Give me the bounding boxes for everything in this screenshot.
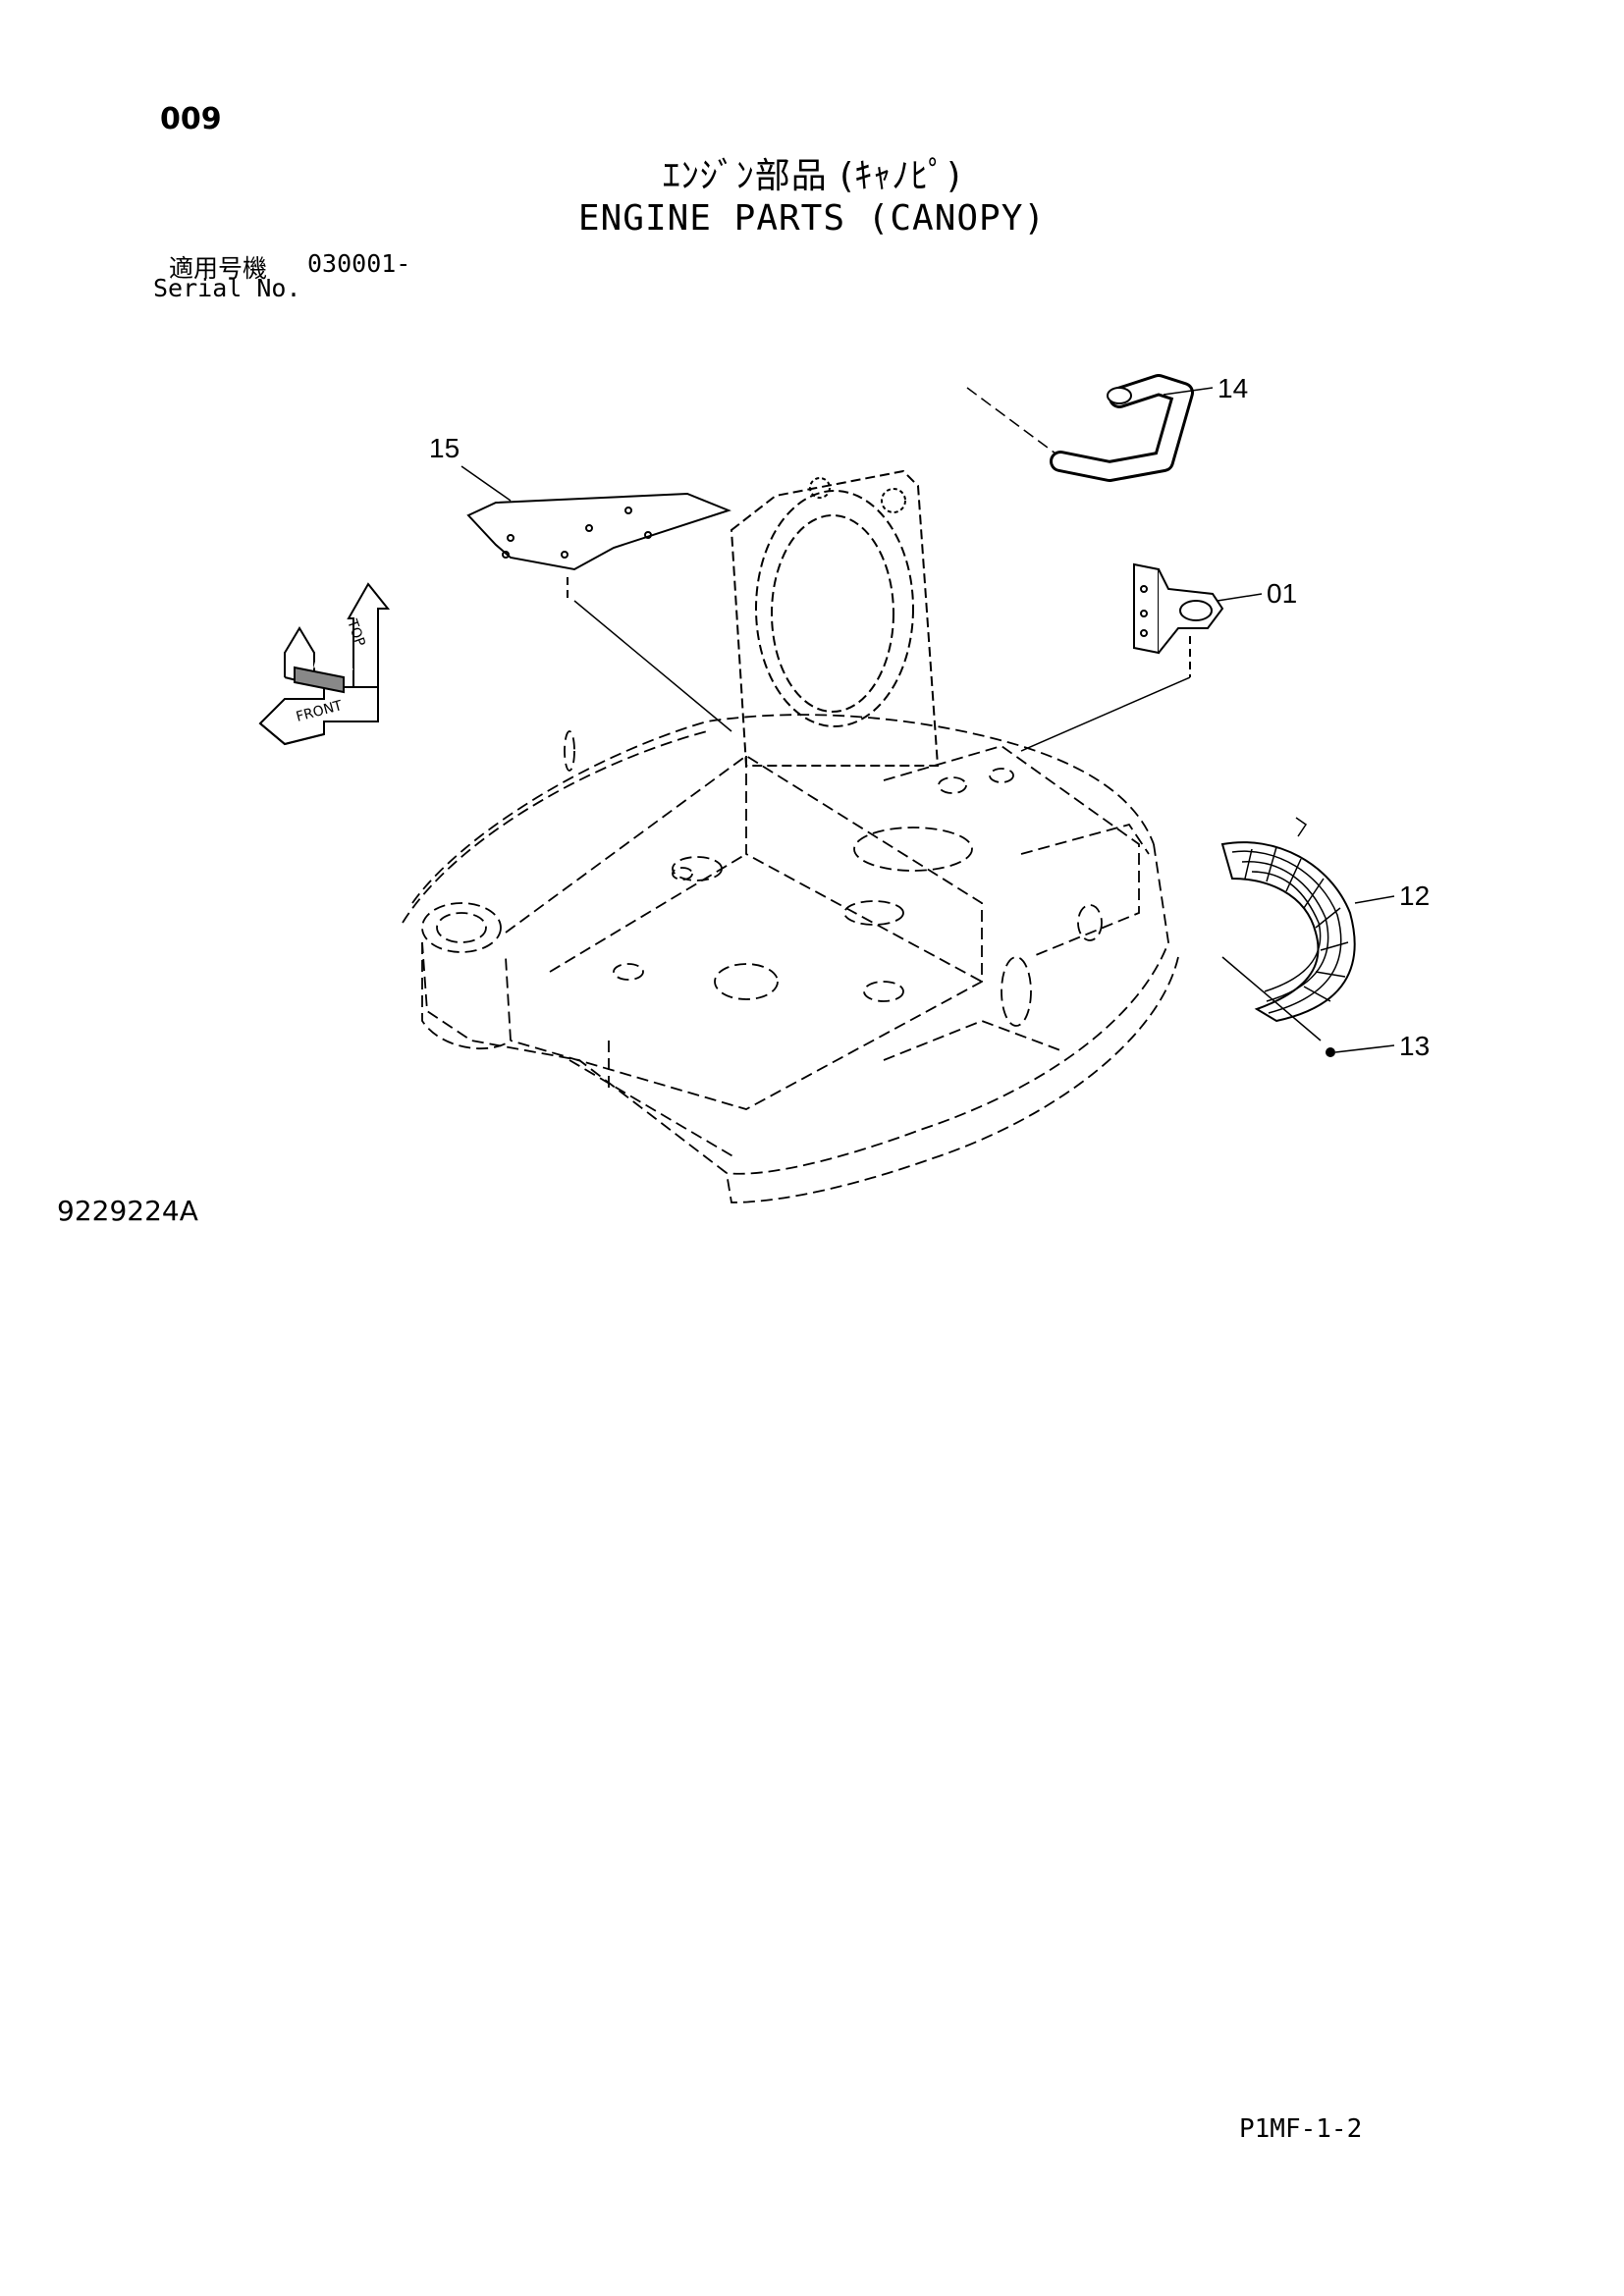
upper-frame <box>402 714 1179 1203</box>
callout-15: 15 <box>429 433 460 463</box>
callout-01: 01 <box>1267 578 1297 609</box>
page-title: ENGINE PARTS (CANOPY) <box>577 198 1047 239</box>
part-15-plate <box>466 492 732 732</box>
part-01-bracket <box>1020 562 1224 752</box>
callout-13: 13 <box>1399 1031 1430 1061</box>
part-13-bolt <box>1326 1047 1335 1057</box>
part-14-pipe <box>966 374 1194 482</box>
part-12-grille <box>1220 817 1356 1041</box>
page-title-japanese: ｴﾝｼﾞﾝ部品 (ｷｬﾉﾋﾟ) <box>662 156 962 196</box>
serial-label-japanese: 適用号機 <box>169 254 268 283</box>
callout-leaders <box>460 387 1395 1053</box>
callout-12: 12 <box>1399 881 1430 911</box>
drawing-number: 9229224A <box>57 1195 198 1227</box>
orientation-arrows-icon: TOP RIGHT FRONT <box>258 582 391 746</box>
page-code: P1MF-1-2 <box>1239 2114 1363 2144</box>
page-number: 009 <box>160 102 222 136</box>
radiator-fan-shroud <box>730 469 940 767</box>
callout-14: 14 <box>1218 373 1248 403</box>
serial-label: Serial No. <box>153 274 301 302</box>
serial-range: 030001- <box>307 249 411 278</box>
